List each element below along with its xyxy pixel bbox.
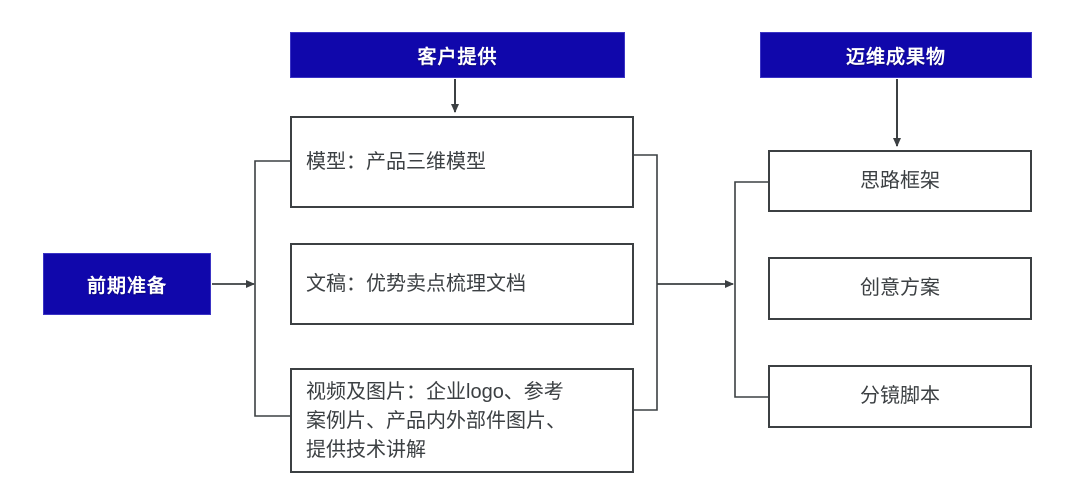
input-box-model[interactable]: 模型：产品三维模型 — [290, 116, 634, 208]
output-box-framework[interactable]: 思路框架 — [768, 150, 1032, 212]
header-client-provides-label: 客户提供 — [417, 46, 498, 68]
input-box-copy[interactable]: 文稿：优势卖点梳理文档 — [290, 243, 634, 325]
header-maiwei-deliverables-label: 迈维成果物 — [845, 46, 946, 68]
input-box-model-label: 模型：产品三维模型 — [306, 150, 486, 173]
output-box-framework-label: 思路框架 — [860, 169, 940, 192]
output-box-creative-plan[interactable]: 创意方案 — [768, 257, 1032, 320]
input-box-video-image-label: 视频及图片：企业logo、参考 案例片、产品内外部件图片、 提供技术讲解 — [306, 381, 566, 461]
header-maiwei-deliverables[interactable]: 迈维成果物 — [760, 32, 1032, 78]
header-client-provides[interactable]: 客户提供 — [290, 32, 625, 78]
start-node-label: 前期准备 — [86, 275, 167, 297]
start-node-preparation[interactable]: 前期准备 — [43, 253, 211, 315]
connector-outputs-bracket — [734, 181, 768, 398]
output-box-creative-plan-label: 创意方案 — [860, 277, 940, 299]
input-box-video-image[interactable]: 视频及图片：企业logo、参考 案例片、产品内外部件图片、 提供技术讲解 — [290, 368, 634, 473]
connector-inputs-right-bracket — [634, 154, 658, 411]
connector-left-bracket — [254, 160, 290, 417]
output-box-storyboard-label: 分镜脚本 — [860, 385, 940, 407]
output-box-storyboard[interactable]: 分镜脚本 — [768, 365, 1032, 428]
input-box-copy-label: 文稿：优势卖点梳理文档 — [306, 272, 526, 295]
